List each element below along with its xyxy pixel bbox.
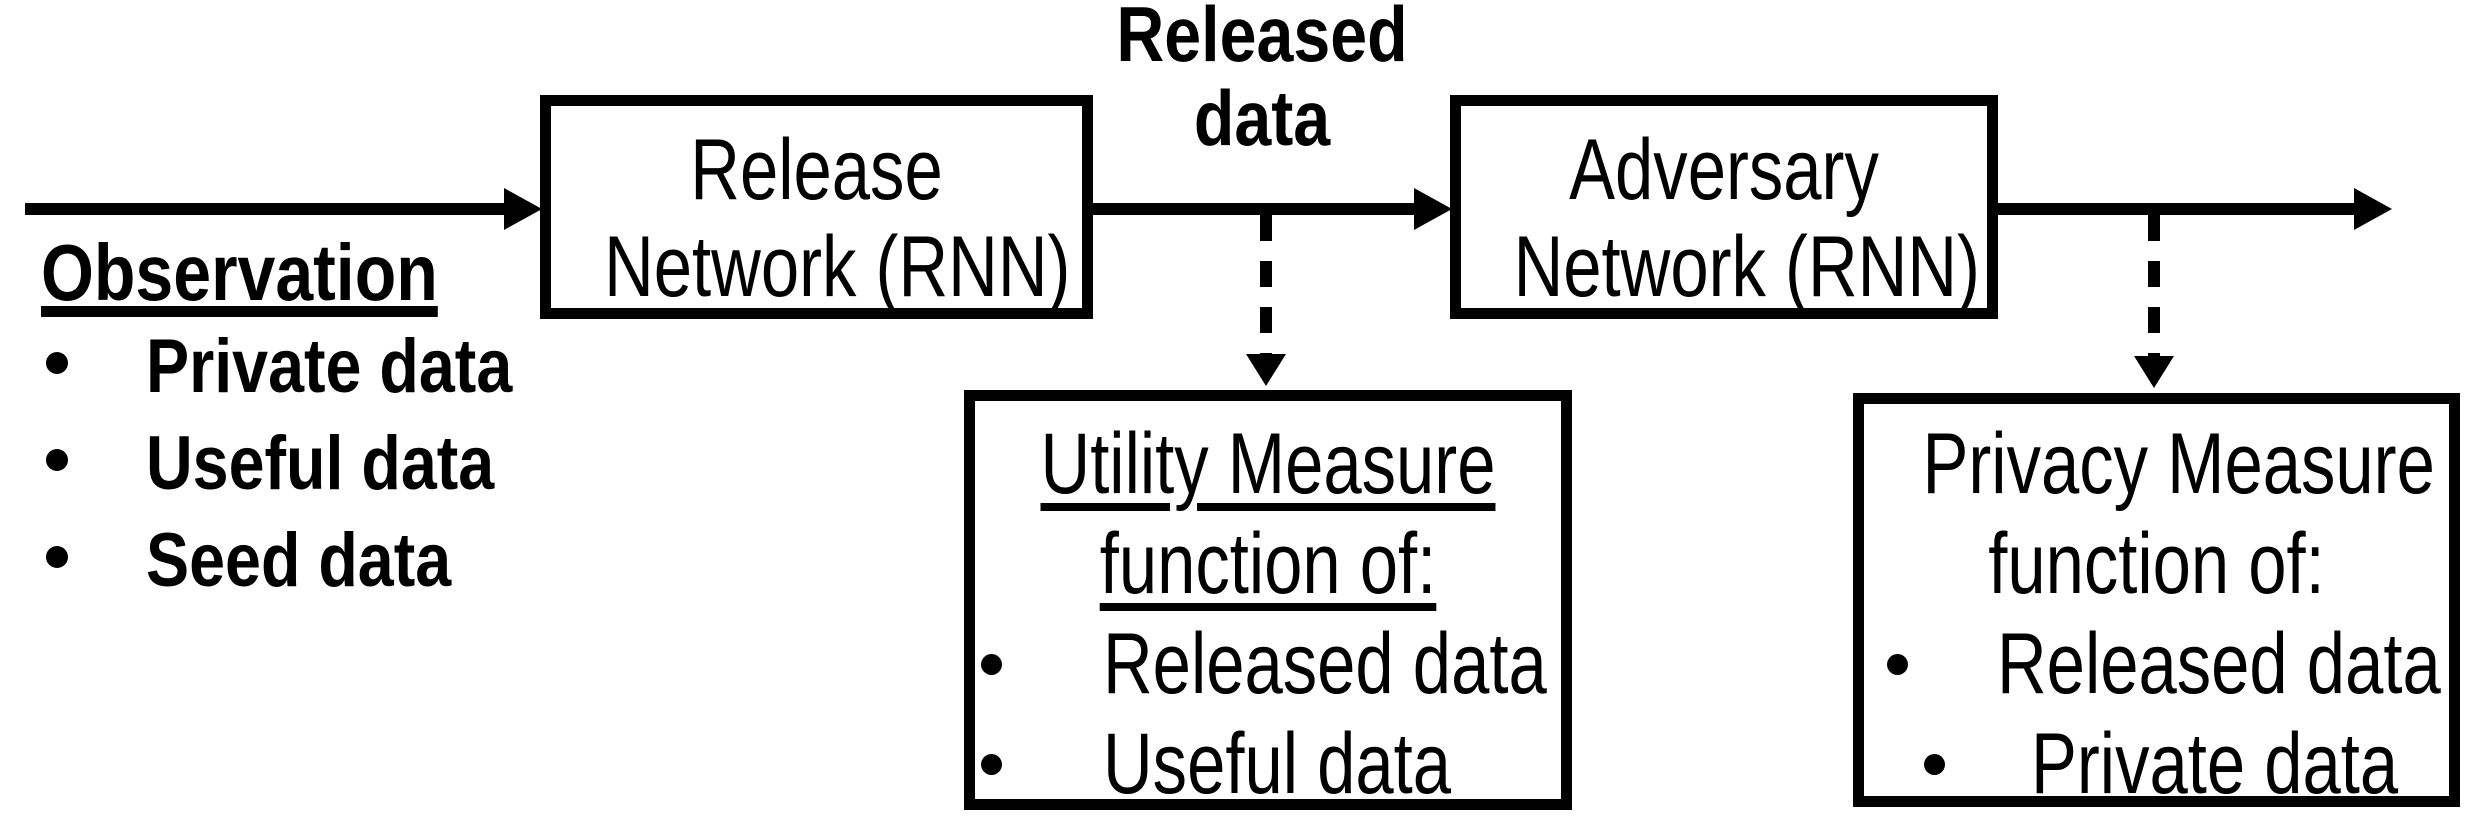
observation-title: Observation [41,228,438,317]
utility-item-label: Released data [1103,616,1547,712]
release-to-adversary-line [1092,203,1414,215]
released-data-label-line2: data [1193,74,1331,162]
bullet-dot [981,654,1002,675]
observation-list-item: Seed data [0,512,620,609]
down-arrowhead-icon [2134,356,2174,388]
release-box-title: Release Network (RNN) [551,122,1082,316]
privacy-dashed-line [2148,215,2160,357]
release-box-line2: Network (RNN) [604,219,1071,315]
observation-item-label: Seed data [146,518,452,603]
utility-dashed-line [1260,215,1272,355]
utility-box-subtitle: function of: [1099,516,1437,612]
released-data-label-line1: Released [1116,0,1408,78]
bullet-dot [46,352,68,374]
privacy-list-item: Released data [1864,614,2449,714]
privacy-box-subtitle: function of: [1988,516,2325,612]
adversary-box-line2: Network (RNN) [1513,219,1980,315]
right-arrowhead-icon [504,188,542,230]
observation-item-label: Useful data [146,421,495,506]
utility-measure-box: Utility Measure function of: Released da… [964,390,1572,812]
right-arrowhead-icon [1414,188,1452,230]
privacy-item-label: Released data [1997,616,2441,712]
privacy-item-label: Private data [2031,716,2399,812]
adversary-network-box: Adversary Network (RNN) [1450,95,1998,319]
down-arrowhead-icon [1246,354,1286,386]
bullet-dot [46,546,68,568]
privacy-box-title: Privacy Measure [1922,416,2435,512]
release-network-box: Release Network (RNN) [540,95,1093,319]
bullet-dot [1924,754,1945,775]
bullet-dot [1887,654,1908,675]
observation-list-item: Useful data [0,415,620,512]
bullet-dot [981,754,1002,775]
utility-list-item: Released data [975,614,1561,714]
observation-item-label: Private data [146,324,513,409]
adversary-box-title: Adversary Network (RNN) [1461,122,1987,316]
utility-item-label: Useful data [1103,716,1452,812]
privacy-list-item: Private data [1864,714,2449,814]
released-data-label: Released data [1082,0,1442,160]
adversary-box-line1: Adversary [1569,122,1879,218]
input-flow-line [25,203,504,215]
observation-list-item: Private data [0,318,620,415]
right-arrowhead-icon [2354,188,2392,230]
privacy-measure-box: Privacy Measure function of: Released da… [1853,393,2460,812]
utility-box-title: Utility Measure [1040,416,1496,512]
output-flow-line [1997,203,2354,215]
bullet-dot [46,449,68,471]
release-box-line1: Release [690,122,943,218]
utility-list-item: Useful data [975,714,1561,814]
